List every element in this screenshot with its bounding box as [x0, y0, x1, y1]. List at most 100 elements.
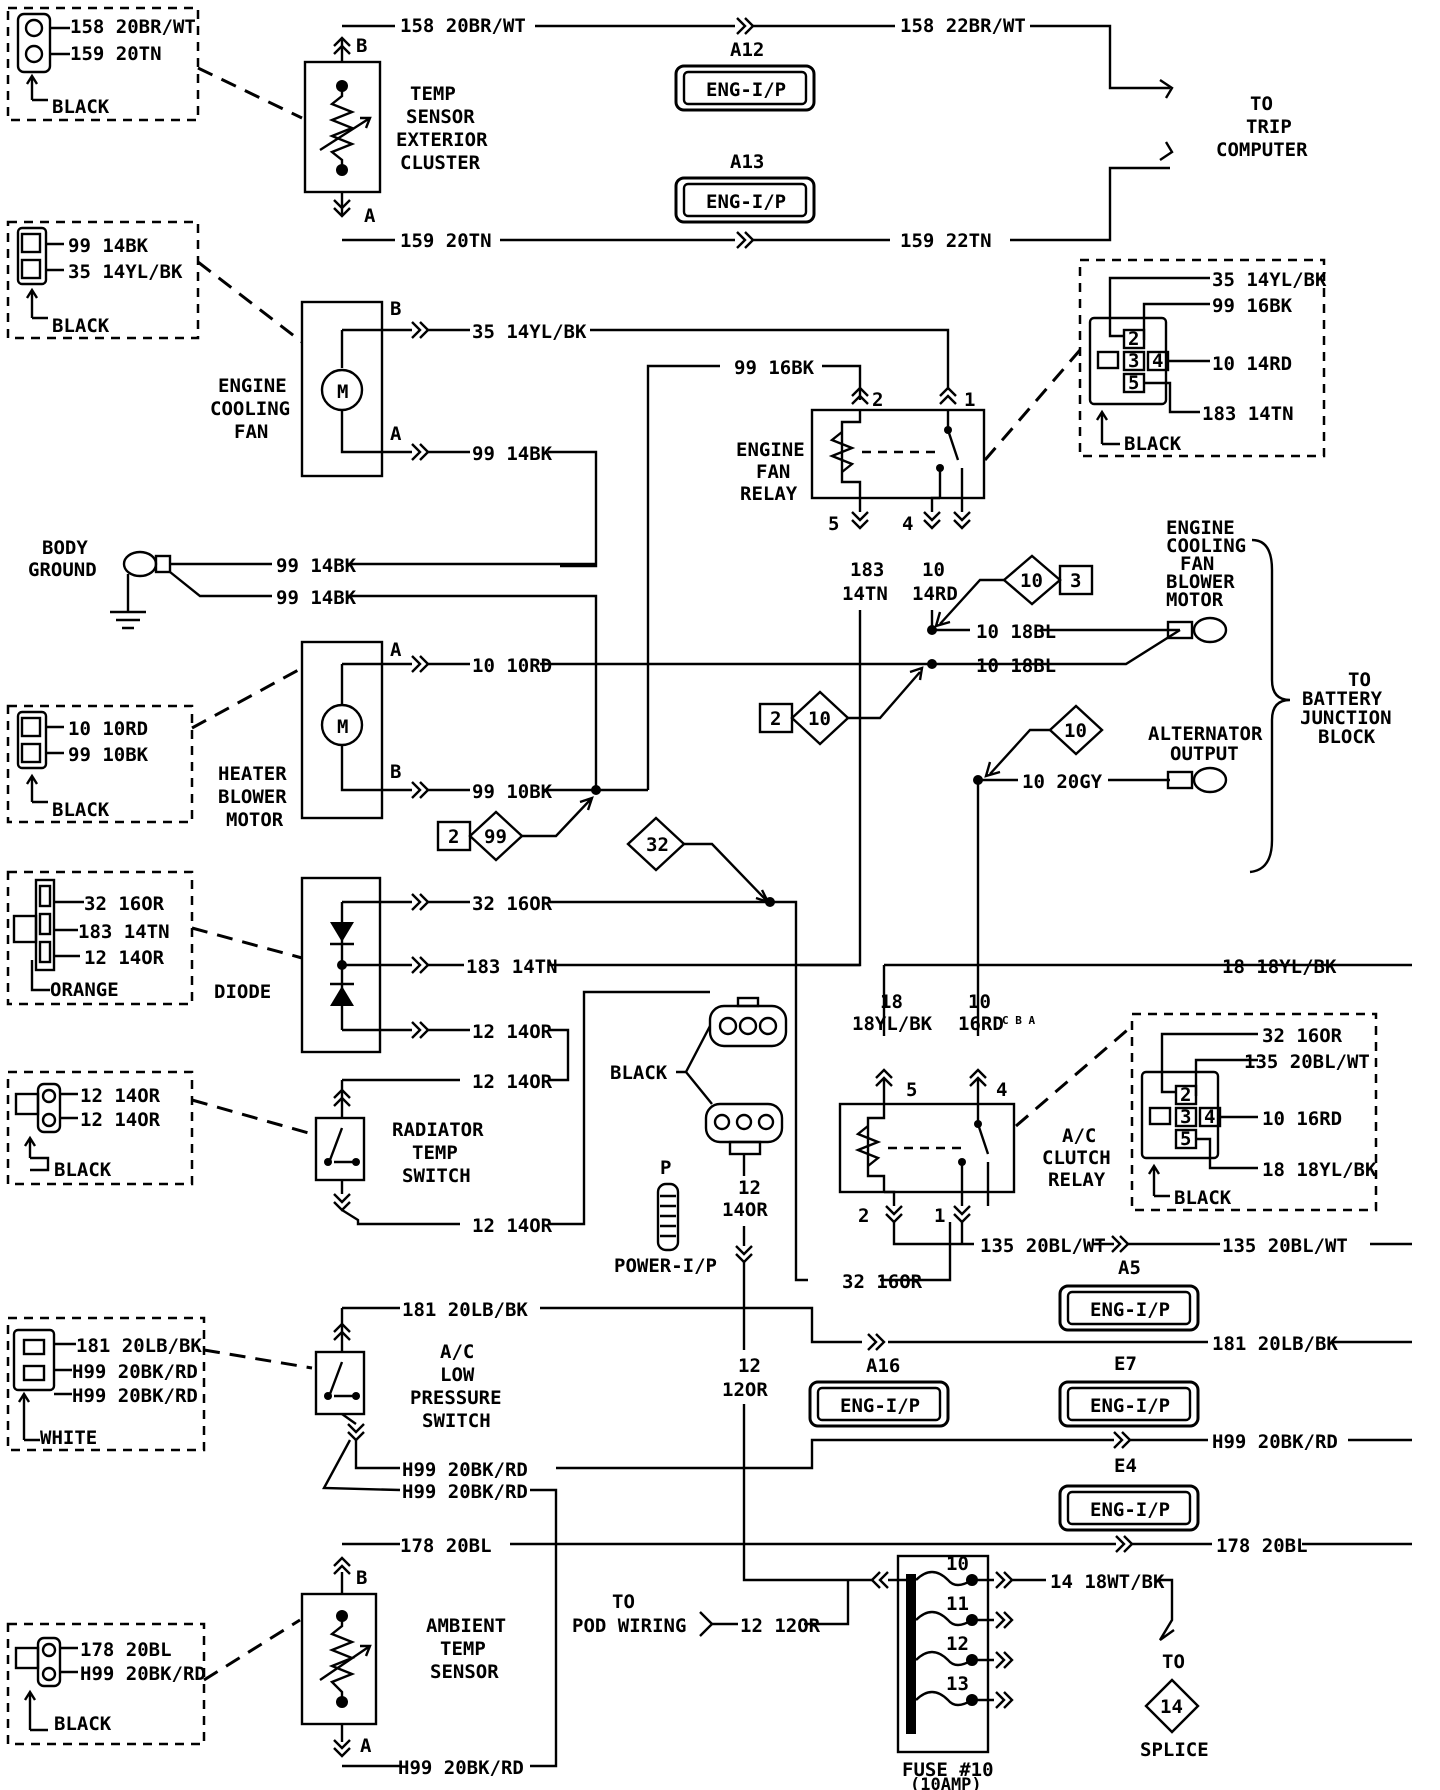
inline-connector-id: A12	[730, 39, 764, 61]
wire-label: H99 20BK/RD	[402, 1481, 528, 1503]
connector-color: BLACK	[54, 1159, 112, 1181]
connector-label: POWER-I/P	[614, 1255, 717, 1277]
wire	[342, 24, 1170, 90]
component-label: BODY	[42, 537, 88, 559]
connector-link	[191, 926, 303, 960]
pin-b: B	[356, 35, 367, 57]
destination-label: TO	[1348, 669, 1371, 691]
wire-label: 10 10RD	[472, 655, 552, 677]
component-label: ENGINE	[736, 439, 805, 461]
connector-radiator: 12 14OR 12 14OR BLACK	[6, 1070, 194, 1186]
pin-number: 1	[964, 389, 975, 411]
ref-diamond-10-alt: 10	[984, 704, 1104, 778]
inline-connector-label: ENG-I/P	[1090, 1499, 1170, 1521]
wire-label: 14OR	[722, 1199, 768, 1221]
wire-label: 14RD	[912, 583, 958, 605]
fuse-number: 12	[946, 1633, 969, 1655]
wire-label: 32 16OR	[84, 893, 165, 915]
component-label: RELAY	[740, 483, 798, 505]
wire-12-14or	[400, 1028, 570, 1082]
pin-b: B	[390, 761, 401, 783]
motor-symbol: M	[337, 716, 348, 738]
ref-number: 10	[1064, 720, 1087, 742]
wire	[400, 328, 950, 390]
wire-label: 99 14BK	[68, 235, 149, 257]
wire-label: 32 16OR	[472, 893, 553, 915]
wire-label: 181 20LB/BK	[402, 1299, 528, 1321]
inline-connector-label: ENG-I/P	[706, 79, 786, 101]
destination-label: COOLING	[1166, 535, 1246, 557]
pin-number: 4	[996, 1079, 1007, 1101]
inline-connector-a16: A16 ENG-I/P	[808, 1355, 950, 1428]
component-label: LOW	[440, 1364, 475, 1386]
wire-label: 158 20BR/WT	[400, 15, 526, 37]
wire-label: 10 10RD	[68, 718, 148, 740]
ref-number: 99	[484, 826, 507, 848]
inline-connector-label: ENG-I/P	[840, 1395, 920, 1417]
wire-label: 12OR	[722, 1379, 768, 1401]
ac-low-pressure-switch: A/C LOW PRESSURE SWITCH	[314, 1306, 502, 1492]
wire	[342, 166, 1170, 242]
inline-connector-e7: E7 ENG-I/P	[1058, 1353, 1200, 1428]
connector-ac-low-pressure: 181 20LB/BK H99 20BK/RD H99 20BK/RD WHIT…	[6, 1316, 206, 1452]
wire-181	[540, 1306, 1412, 1344]
pin-a: A	[390, 639, 402, 661]
destination-label: TO	[612, 1591, 635, 1613]
component-label: SENSOR	[430, 1661, 499, 1683]
wire-label: 135 20BL/WT	[980, 1235, 1106, 1257]
wire-label: 183 14TN	[1202, 403, 1294, 425]
ref-number: 2	[448, 826, 459, 848]
ref-number: 14	[1160, 1696, 1183, 1718]
wire-label: 18YL/BK	[852, 1013, 933, 1035]
wire-label: 12 14OR	[84, 947, 165, 969]
wire-label: 14TN	[842, 583, 888, 605]
inline-connector-id: A13	[730, 151, 764, 173]
connector-link	[1015, 1024, 1133, 1128]
connector-power-ip: P POWER-I/P	[614, 1157, 717, 1277]
inline-connector-a13: A13 ENG-I/P	[674, 151, 816, 224]
component-label: DIODE	[214, 981, 271, 1003]
heater-blower-motor: M A B HEATER BLOWER MOTOR	[218, 639, 402, 831]
wire-label: 35 14YL/BK	[68, 261, 183, 283]
ref-diamond-32: 32	[626, 816, 771, 905]
wire-label: 18 18YL/BK	[1222, 956, 1337, 978]
wire-label: 183	[850, 559, 884, 581]
engine-cooling-fan: M B A ENGINE COOLING FAN	[210, 298, 402, 478]
connector-color: BLACK	[610, 1062, 668, 1084]
wire-label: 181 20LB/BK	[76, 1335, 202, 1357]
wire-label: 14 18WT/BK	[1050, 1571, 1165, 1593]
pin-number: 2	[1180, 1084, 1191, 1106]
pin-b: B	[390, 298, 401, 320]
wire-label: H99 20BK/RD	[72, 1385, 198, 1407]
ref-diamond-10-left: 2 10	[758, 666, 924, 746]
connector-link	[203, 1618, 301, 1682]
ref-diamond-14: 14	[1144, 1678, 1200, 1734]
wire-label: 99 10BK	[472, 781, 553, 803]
wire-32	[400, 900, 808, 1282]
connector-link	[191, 1098, 313, 1136]
inline-connector-id: A5	[1118, 1257, 1141, 1279]
pin-number: 3	[1128, 350, 1139, 372]
temp-sensor-exterior-cluster: B A TEMP SENSOR EXTERIOR CLUSTER	[303, 35, 488, 227]
wire-label: 12	[738, 1177, 761, 1199]
wire-label: 181 20LB/BK	[1212, 1333, 1338, 1355]
component-label: FUSE #10	[902, 1759, 994, 1781]
pin-number: 4	[1204, 1106, 1215, 1128]
connector-color: BLACK	[52, 799, 110, 821]
pin-number: 2	[858, 1205, 869, 1227]
destination-label: SPLICE	[1140, 1739, 1209, 1761]
motor-symbol: M	[337, 381, 348, 403]
wire-label: 12 14OR	[80, 1085, 161, 1107]
wire	[548, 990, 710, 1226]
connector-link	[197, 66, 303, 120]
wire-label: 12	[738, 1355, 761, 1377]
ref-diamond-99: 2 99	[436, 796, 594, 862]
pin-a: A	[364, 205, 376, 227]
component-label: CLUSTER	[400, 152, 481, 174]
ref-number: 2	[770, 708, 781, 730]
component-label: BLOWER	[218, 786, 287, 808]
inline-connector-id: A16	[866, 1355, 900, 1377]
fuse-number: 13	[946, 1673, 969, 1695]
wire-label: 32 16OR	[842, 1271, 923, 1293]
